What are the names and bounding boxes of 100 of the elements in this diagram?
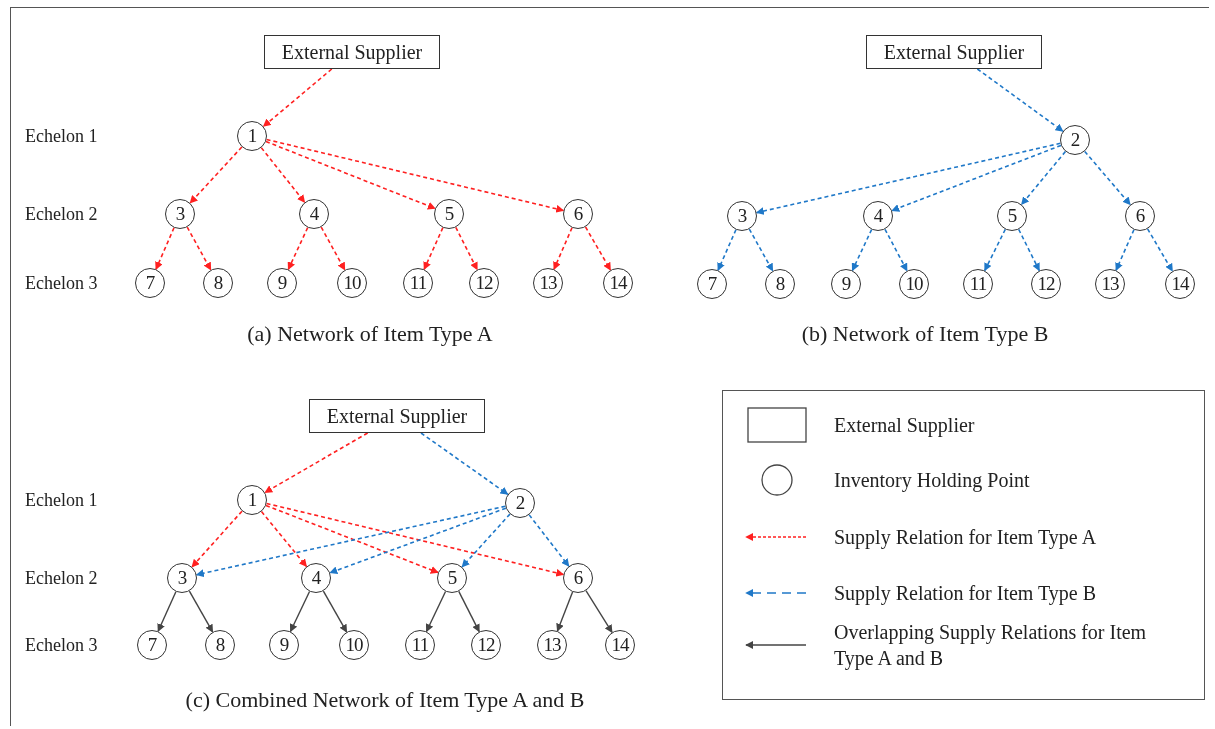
inventory-node: 9 bbox=[831, 269, 861, 299]
arrow bbox=[260, 510, 308, 568]
arrow bbox=[528, 514, 570, 567]
echelon-label: Echelon 1 bbox=[25, 125, 98, 147]
arrow bbox=[1146, 228, 1174, 272]
inventory-node: 4 bbox=[299, 199, 329, 229]
inventory-node: 10 bbox=[899, 269, 929, 299]
arrow bbox=[748, 228, 774, 272]
arrow bbox=[461, 513, 511, 568]
inventory-node: 9 bbox=[269, 630, 299, 660]
inventory-node: 3 bbox=[165, 199, 195, 229]
arrow bbox=[195, 505, 507, 578]
arrow bbox=[265, 504, 439, 574]
arrow bbox=[976, 68, 1064, 132]
inventory-node: 6 bbox=[1125, 201, 1155, 231]
arrow bbox=[458, 590, 480, 633]
arrow bbox=[189, 146, 243, 204]
arrow bbox=[553, 226, 573, 271]
arrow bbox=[188, 590, 214, 633]
echelon-label: Echelon 2 bbox=[25, 567, 98, 589]
inventory-node: 14 bbox=[605, 630, 635, 660]
inventory-node: 5 bbox=[437, 563, 467, 593]
inventory-node: 1 bbox=[237, 121, 267, 151]
arrow bbox=[191, 510, 243, 568]
inventory-node: 8 bbox=[205, 630, 235, 660]
inventory-node: 6 bbox=[563, 199, 593, 229]
inventory-node: 9 bbox=[267, 268, 297, 298]
arrow bbox=[289, 590, 311, 633]
arrow bbox=[420, 432, 509, 496]
inventory-node: 7 bbox=[137, 630, 167, 660]
arrow bbox=[1017, 228, 1041, 272]
inventory-node: 11 bbox=[963, 269, 993, 299]
inventory-node: 3 bbox=[727, 201, 757, 231]
echelon-label: Echelon 1 bbox=[25, 489, 98, 511]
supplier-box: External Supplier bbox=[866, 35, 1042, 69]
legend-text: Supply Relation for Item Type B bbox=[834, 581, 1098, 606]
arrow bbox=[423, 226, 444, 271]
inventory-node: 13 bbox=[537, 630, 567, 660]
inventory-node: 3 bbox=[167, 563, 197, 593]
arrow bbox=[329, 507, 507, 575]
legend-text: Supply Relation for Item Type A bbox=[834, 525, 1098, 550]
arrow bbox=[584, 226, 612, 271]
arrow bbox=[891, 144, 1062, 212]
arrow bbox=[983, 228, 1007, 272]
arrow bbox=[1115, 228, 1135, 272]
inventory-node: 2 bbox=[505, 488, 535, 518]
arrow bbox=[262, 68, 333, 128]
inventory-node: 12 bbox=[469, 268, 499, 298]
legend-text: External Supplier bbox=[834, 413, 976, 438]
echelon-label: Echelon 2 bbox=[25, 203, 98, 225]
panel-caption: (c) Combined Network of Item Type A and B bbox=[185, 687, 585, 713]
arrow bbox=[884, 228, 908, 272]
inventory-node: 7 bbox=[697, 269, 727, 299]
arrow bbox=[322, 590, 348, 633]
inventory-node: 13 bbox=[1095, 269, 1125, 299]
arrow bbox=[320, 226, 346, 271]
inventory-node: 11 bbox=[403, 268, 433, 298]
supplier-box: External Supplier bbox=[309, 399, 485, 433]
inventory-node: 5 bbox=[434, 199, 464, 229]
inventory-node: 8 bbox=[765, 269, 795, 299]
panel-caption: (b) Network of Item Type B bbox=[801, 321, 1049, 347]
legend-text: Overlapping Supply Relations for Item Type A and B bbox=[834, 620, 1148, 671]
arrow bbox=[260, 146, 306, 204]
inventory-node: 7 bbox=[135, 268, 165, 298]
inventory-node: 6 bbox=[563, 563, 593, 593]
arrow bbox=[186, 226, 212, 271]
arrow bbox=[425, 590, 447, 633]
arrow bbox=[155, 226, 175, 271]
inventory-node: 5 bbox=[997, 201, 1027, 231]
inventory-node: 1 bbox=[237, 485, 267, 515]
panel-caption: (a) Network of Item Type A bbox=[247, 321, 493, 347]
arrow bbox=[755, 142, 1062, 215]
inventory-node: 13 bbox=[533, 268, 563, 298]
inventory-node: 14 bbox=[1165, 269, 1195, 299]
arrow bbox=[157, 591, 177, 633]
echelon-label: Echelon 3 bbox=[25, 634, 98, 656]
inventory-node: 14 bbox=[603, 268, 633, 298]
arrow bbox=[1083, 150, 1132, 206]
inventory-node: 11 bbox=[405, 630, 435, 660]
inventory-node: 4 bbox=[863, 201, 893, 231]
inventory-node: 4 bbox=[301, 563, 331, 593]
arrow bbox=[264, 432, 369, 494]
inventory-node: 12 bbox=[471, 630, 501, 660]
legend-text: Inventory Holding Point bbox=[834, 468, 1031, 493]
inventory-node: 10 bbox=[339, 630, 369, 660]
arrow bbox=[556, 591, 574, 632]
arrow bbox=[265, 140, 436, 210]
inventory-node: 8 bbox=[203, 268, 233, 298]
echelon-label: Echelon 3 bbox=[25, 272, 98, 294]
arrow bbox=[717, 228, 737, 272]
arrow bbox=[265, 502, 565, 577]
inventory-node: 10 bbox=[337, 268, 367, 298]
inventory-node: 12 bbox=[1031, 269, 1061, 299]
arrow bbox=[851, 228, 873, 272]
arrow bbox=[265, 138, 565, 213]
arrow bbox=[455, 226, 478, 271]
supplier-box: External Supplier bbox=[264, 35, 440, 69]
inventory-node: 2 bbox=[1060, 125, 1090, 155]
arrow bbox=[585, 590, 613, 633]
arrow bbox=[287, 226, 309, 271]
